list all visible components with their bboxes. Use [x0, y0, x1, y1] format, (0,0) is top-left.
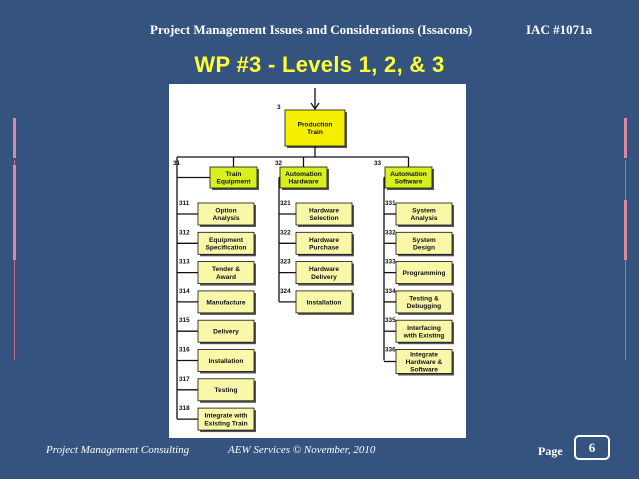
wbs-root-number: 3	[277, 104, 281, 111]
wbs-level3-box-335	[395, 319, 453, 343]
wbs-level3-box-321-label: Selection	[309, 215, 338, 222]
left-decor-line	[14, 160, 15, 360]
wbs-level3-box-322-label: Hardware	[309, 237, 339, 244]
wbs-level3-box-318-label: Integrate with	[205, 413, 248, 420]
footer-company: Project Management Consulting	[46, 444, 190, 456]
wbs-root-box	[284, 109, 346, 147]
wbs-level3-number-313: 313	[179, 259, 190, 266]
wbs-level3-number-332: 332	[385, 229, 396, 236]
wbs-level3-box-313	[197, 261, 255, 285]
wbs-level3-box-317-label: Testing	[215, 387, 238, 394]
wbs-level3-box-312-label: Equipment	[209, 237, 244, 244]
wbs-level3-box-314-label: Manufacture	[206, 299, 246, 306]
wbs-level3-number-314: 314	[179, 288, 190, 295]
wbs-level3-number-321: 321	[280, 200, 291, 207]
wbs-root-box-label: Train	[307, 129, 323, 136]
wbs-level3-box-318-label: Existing Train	[204, 420, 247, 427]
wbs-level3-number-334: 334	[385, 288, 396, 295]
wbs-root-box-label: Production	[298, 122, 333, 129]
wbs-level3-box-322	[295, 231, 353, 255]
wbs-level3-box-332-label: Design	[413, 245, 435, 252]
wbs-level3-box-336-label: Integrate	[410, 351, 438, 358]
wbs-level3-box-323-label: Delivery	[311, 274, 337, 281]
wbs-level3-box-331-label: System	[412, 208, 436, 215]
wbs-level3-number-336: 336	[385, 347, 396, 354]
wbs-level3-box-331-label: Analysis	[410, 215, 437, 222]
wbs-level2-box-33-label: Software	[395, 179, 423, 186]
wbs-level2-number-33: 33	[374, 160, 382, 167]
wbs-level3-number-335: 335	[385, 317, 396, 324]
wbs-level3-box-317	[197, 378, 255, 402]
wbs-level3-number-317: 317	[179, 376, 190, 383]
page-number: 6	[588, 440, 596, 455]
wbs-level3-box-318	[197, 407, 255, 431]
wbs-level3-box-316-label: Installation	[209, 358, 244, 365]
wbs-level3-box-315	[197, 319, 255, 343]
wbs-level3-box-311-label: Analysis	[212, 215, 239, 222]
wbs-level3-box-321	[295, 202, 353, 226]
wbs-level3-box-311	[197, 202, 255, 226]
right-decor-bar-top	[624, 118, 627, 158]
wbs-diagram: 3ProductionTrain31TrainEquipment311Optio…	[173, 88, 454, 433]
wbs-level3-box-331	[395, 202, 453, 226]
wbs-level3-box-316	[197, 349, 255, 372]
wbs-level3-number-333: 333	[385, 259, 396, 266]
wbs-diagram-panel: 3ProductionTrain31TrainEquipment311Optio…	[169, 84, 466, 438]
wbs-level3-number-322: 322	[280, 229, 291, 236]
right-decor-line	[625, 160, 626, 360]
wbs-level3-number-312: 312	[179, 229, 190, 236]
wbs-level3-box-323-label: Hardware	[309, 266, 339, 273]
slide-title: WP #3 - Levels 1, 2, & 3	[194, 52, 445, 77]
wbs-level3-box-312-label: Specification	[205, 245, 246, 252]
wbs-level2-number-32: 32	[275, 160, 283, 167]
wbs-level2-box-31-label: Train	[226, 171, 242, 178]
wbs-level3-box-315-label: Delivery	[213, 329, 239, 336]
header-title: Project Management Issues and Considerat…	[150, 22, 473, 37]
wbs-level2-box-33-label: Automation	[390, 171, 427, 178]
wbs-level3-box-324	[295, 290, 353, 314]
wbs-level3-box-333-label: Programming	[403, 270, 446, 277]
wbs-level3-box-332-label: System	[412, 237, 436, 244]
footer-copyright: AEW Services © November, 2010	[228, 444, 376, 456]
page-number-box: 6	[574, 435, 610, 460]
wbs-level3-box-336-label: Software	[410, 367, 438, 374]
wbs-level3-box-324-label: Installation	[307, 299, 342, 306]
header-code: IAC #1071a	[526, 22, 593, 37]
wbs-level3-box-335-label: with Existing	[403, 332, 445, 339]
wbs-level3-box-334-label: Debugging	[407, 303, 441, 310]
wbs-level3-box-313-label: Tender &	[212, 266, 240, 273]
root-arrow-head	[310, 102, 320, 111]
wbs-level3-box-314	[197, 290, 255, 314]
wbs-level3-box-313-label: Award	[216, 274, 236, 281]
wbs-level3-box-322-label: Purchase	[309, 245, 339, 252]
wbs-level3-box-335-label: Interfacing	[407, 325, 441, 332]
wbs-level3-box-334	[395, 290, 453, 314]
wbs-level3-number-318: 318	[179, 405, 190, 412]
wbs-level2-box-32-label: Hardware	[288, 179, 318, 186]
wbs-level3-box-333	[395, 261, 453, 285]
wbs-level3-number-315: 315	[179, 317, 190, 324]
wbs-level3-box-336	[395, 349, 453, 374]
wbs-level3-box-334-label: Testing &	[409, 296, 439, 303]
right-decor-bar-mid	[624, 200, 627, 260]
wbs-level3-box-321-label: Hardware	[309, 208, 339, 215]
left-decor-bar-mid	[13, 165, 16, 260]
wbs-level3-number-323: 323	[280, 259, 291, 266]
wbs-level2-box-32-label: Automation	[285, 171, 322, 178]
wbs-level3-number-311: 311	[179, 200, 190, 207]
left-decor-bar-top	[13, 118, 16, 158]
wbs-level3-number-324: 324	[280, 288, 291, 295]
wbs-level3-box-311-label: Option	[215, 208, 236, 215]
wbs-level3-number-331: 331	[385, 200, 396, 207]
wbs-level2-box-31-label: Equipment	[216, 179, 251, 186]
wbs-level3-box-336-label: Hardware &	[406, 359, 443, 366]
page-label: Page	[538, 444, 563, 458]
wbs-level3-number-316: 316	[179, 347, 190, 354]
wbs-level3-box-312	[197, 231, 255, 255]
wbs-level3-box-323	[295, 261, 353, 285]
wbs-level3-box-332	[395, 231, 453, 255]
